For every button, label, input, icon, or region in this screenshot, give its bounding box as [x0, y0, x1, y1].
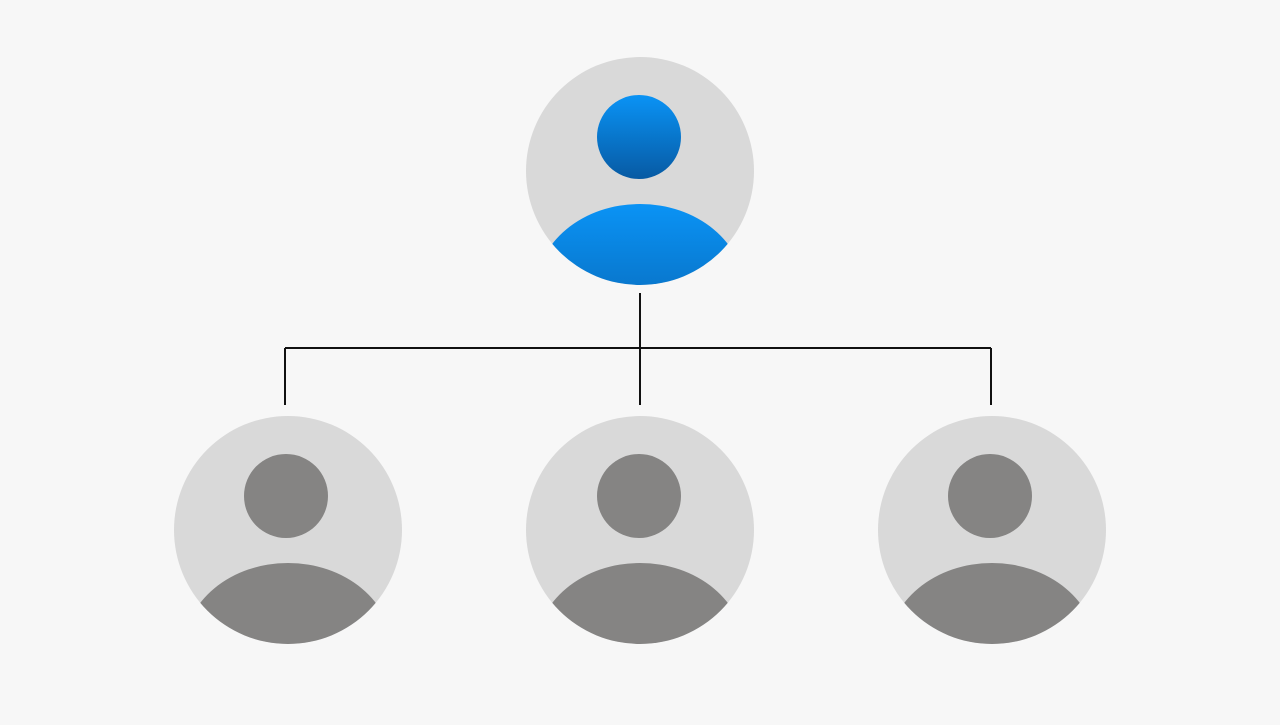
org-node-child-2[interactable] [526, 416, 754, 720]
person-icon [536, 454, 744, 644]
person-icon [888, 454, 1096, 644]
org-node-root[interactable] [526, 57, 754, 376]
org-node-child-3[interactable] [878, 416, 1106, 720]
org-node-child-1[interactable] [174, 416, 402, 720]
connectors [284, 293, 992, 405]
person-icon [536, 95, 744, 285]
person-icon [184, 454, 392, 644]
